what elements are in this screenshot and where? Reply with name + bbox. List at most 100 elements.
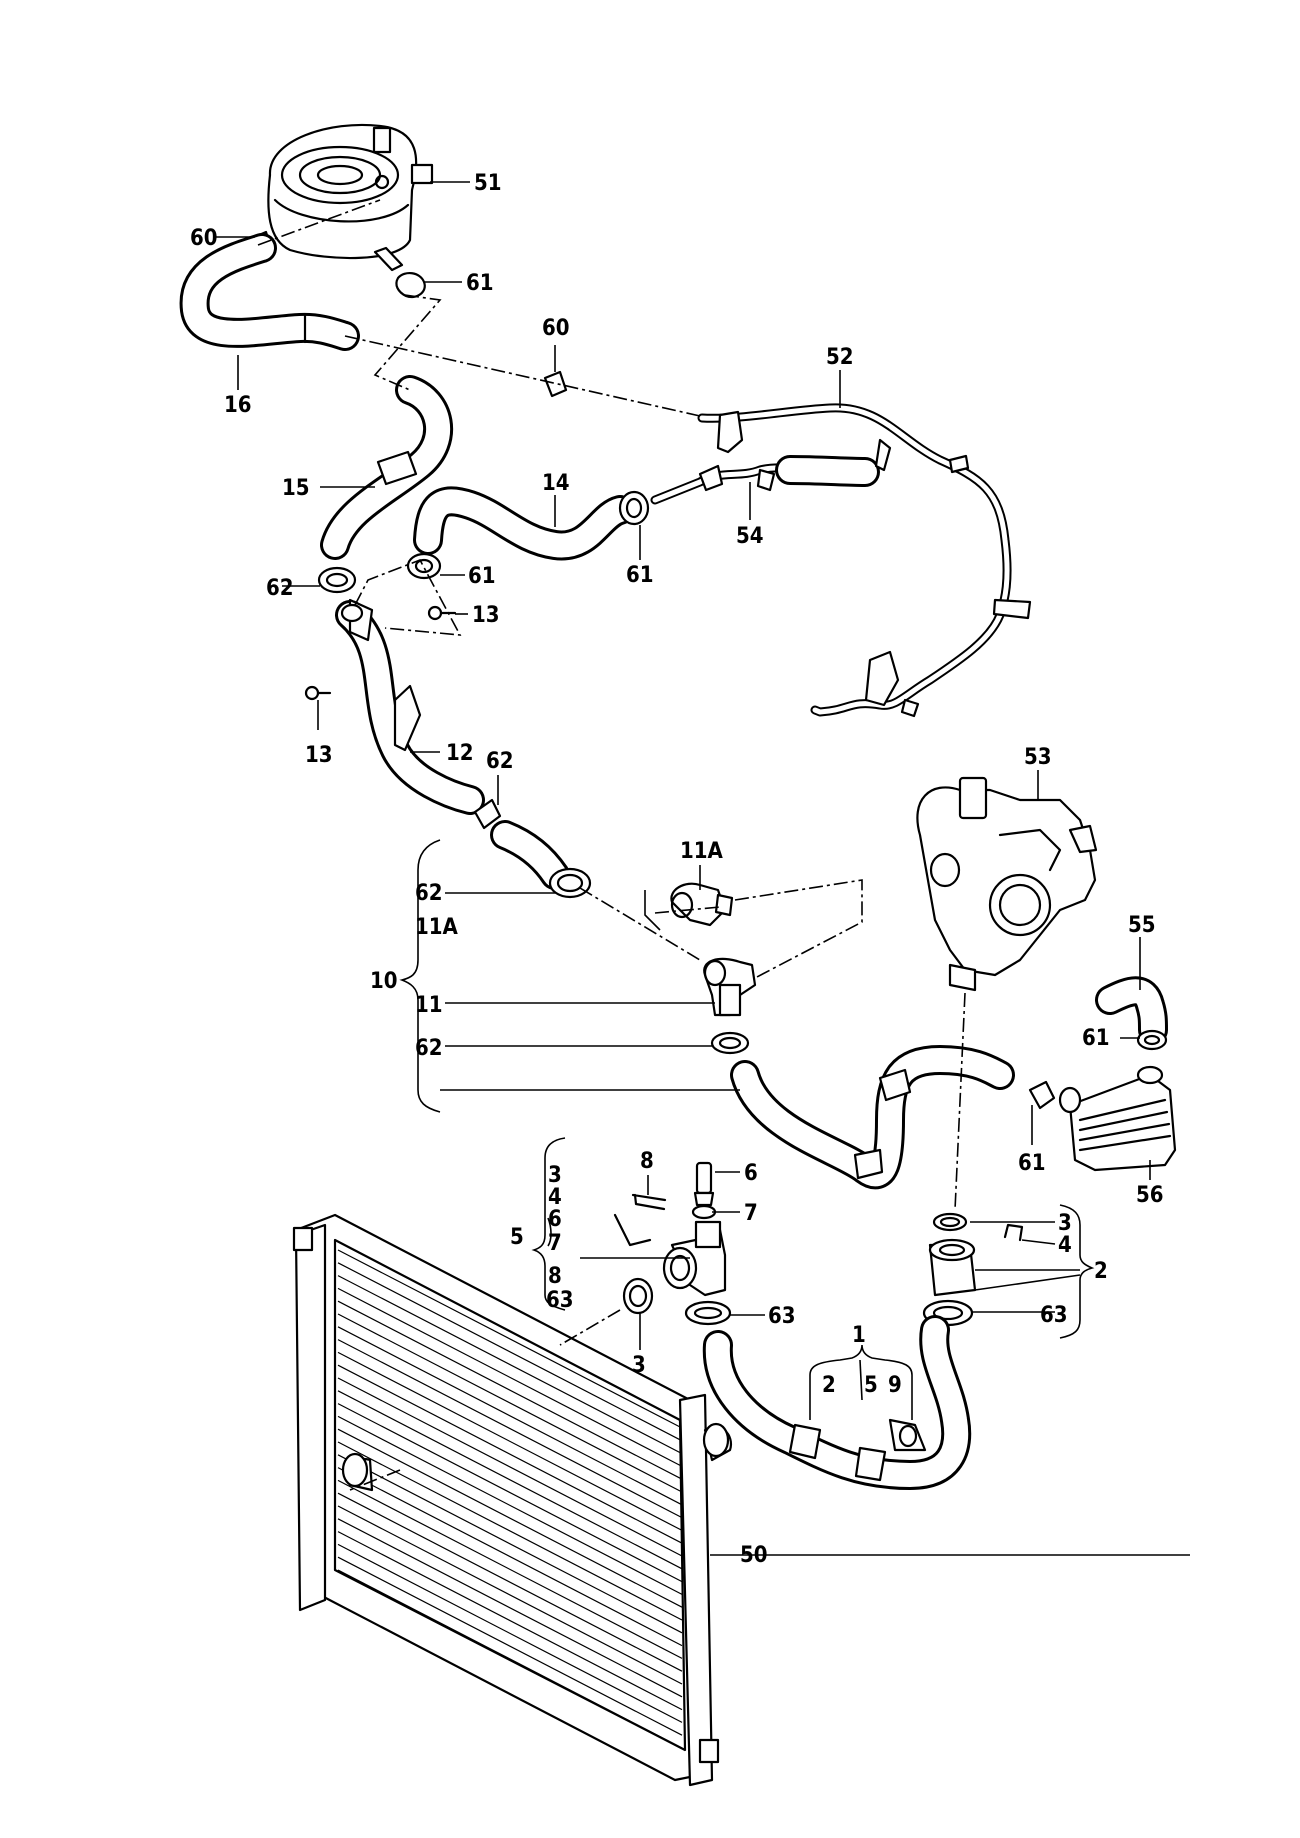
callout-13-lower: 13 (305, 743, 333, 768)
retaining-clip-4-right (1003, 1223, 1024, 1242)
callout-14: 14 (542, 471, 570, 496)
connector-11 (703, 957, 757, 1017)
hose-clamp-61 (395, 272, 426, 299)
hose-clamp-62-lower (710, 1031, 750, 1055)
callout-10: 10 (370, 969, 398, 994)
temperature-sensor-6 (693, 1161, 715, 1207)
radiator-fin (337, 1403, 683, 1583)
pipe-clip-60 (543, 370, 568, 398)
callout-11A-top: 11A (680, 839, 724, 864)
radiator-fin (337, 1556, 683, 1736)
callout-6: 6 (744, 1161, 758, 1186)
o-ring-7 (691, 1204, 717, 1220)
callout-61-left: 61 (468, 564, 496, 589)
connector-11A (670, 882, 734, 927)
callout-61-hose14: 61 (626, 563, 654, 588)
callout-51: 51 (474, 171, 502, 196)
radiator-fin (337, 1454, 683, 1634)
callout-63-left: 63 (768, 1304, 796, 1329)
callout-8-bracket: 8 (548, 1264, 562, 1289)
hose-clamp-62-upper (317, 566, 357, 594)
coolant-hose-16 (179, 233, 360, 351)
radiator-fin (337, 1479, 683, 1659)
retaining-clip-4-left (613, 1213, 652, 1247)
thermostat-housing-53 (916, 776, 1098, 992)
radiator-fin (337, 1339, 683, 1519)
radiator-fin (337, 1262, 683, 1442)
hose-clamp-63-left (684, 1300, 732, 1326)
callout-11: 11 (415, 993, 443, 1018)
oil-cooler-56 (1058, 1065, 1177, 1172)
callout-labels: 51 60 61 16 60 52 15 14 54 61 61 62 13 1… (190, 171, 1164, 1568)
callout-54: 54 (736, 524, 764, 549)
o-ring-3-left (622, 1277, 654, 1315)
radiator-fin (337, 1428, 683, 1608)
hose-clamp-61-left (406, 552, 442, 580)
hose-clamp-61-oil-cooler (1028, 1080, 1056, 1110)
callout-62-lower: 62 (415, 1036, 443, 1061)
leader-lines (215, 181, 1190, 1556)
radiator-fin (337, 1415, 683, 1595)
callout-52: 52 (826, 345, 854, 370)
radiator-fin (337, 1518, 683, 1698)
coolant-hose-short (490, 820, 592, 899)
callout-60-pipe: 60 (542, 316, 570, 341)
coolant-pipe-52 (697, 403, 1032, 718)
callout-55: 55 (1128, 913, 1156, 938)
retaining-clip-8 (631, 1193, 667, 1211)
coolant-hose-55 (1095, 976, 1168, 1045)
radiator-fin (337, 1531, 683, 1711)
callout-5-left: 5 (510, 1225, 524, 1250)
coolant-hose-12 (335, 598, 485, 815)
callout-2-lower: 2 (822, 1373, 836, 1398)
callout-63-bracket: 63 (546, 1288, 574, 1313)
callout-60-tank: 60 (190, 226, 218, 251)
radiator-fin (337, 1287, 683, 1467)
coolant-connector-2 (928, 1238, 977, 1297)
callout-16: 16 (224, 393, 252, 418)
callout-9: 9 (888, 1373, 902, 1398)
radiator-fin (337, 1313, 683, 1493)
coolant-hose-1 (702, 1315, 972, 1490)
bolt-13-lower (304, 685, 332, 701)
coolant-hose-14 (413, 486, 635, 561)
callout-11A-bracket: 11A (415, 915, 459, 940)
callout-7-bracket: 7 (548, 1231, 562, 1256)
coolant-hose-15 (320, 375, 453, 560)
hose-clamp-62-middle (473, 798, 502, 830)
callout-3-bracket: 3 (548, 1163, 562, 1188)
callout-61-tank: 61 (466, 271, 494, 296)
callout-5-lower: 5 (864, 1373, 878, 1398)
callout-53: 53 (1024, 745, 1052, 770)
callout-62-upper: 62 (266, 576, 294, 601)
radiator-fin (337, 1300, 683, 1480)
radiator-fin (337, 1249, 683, 1429)
bolt-13-upper (427, 605, 457, 621)
hose-clamp-61-right (618, 490, 650, 526)
callout-3-right: 3 (1058, 1211, 1072, 1236)
coolant-hose-main (730, 1045, 1015, 1190)
callout-12: 12 (446, 741, 474, 766)
radiator-fin (337, 1377, 683, 1557)
callout-3-lower: 3 (632, 1353, 646, 1378)
callout-1: 1 (852, 1323, 866, 1348)
callout-61-oilcooler: 61 (1018, 1151, 1046, 1176)
callout-13-upper: 13 (472, 603, 500, 628)
callout-50: 50 (740, 1543, 768, 1568)
connection-lines (257, 199, 966, 1491)
callout-4-right: 4 (1058, 1233, 1072, 1258)
callout-61-55: 61 (1082, 1026, 1110, 1051)
radiator-fin (337, 1543, 683, 1723)
callout-6-bracket: 6 (548, 1207, 562, 1232)
callout-56: 56 (1136, 1183, 1164, 1208)
callout-63-right: 63 (1040, 1303, 1068, 1328)
callout-4-bracket: 4 (548, 1185, 562, 1210)
radiator-fin (337, 1351, 683, 1531)
o-ring-3-right (932, 1212, 968, 1232)
hose-clamp-61-55 (1136, 1029, 1168, 1051)
coolant-pipe-54 (650, 455, 880, 505)
callout-7: 7 (744, 1201, 758, 1226)
callout-15: 15 (282, 476, 310, 501)
callout-62-bracket: 62 (415, 881, 443, 906)
